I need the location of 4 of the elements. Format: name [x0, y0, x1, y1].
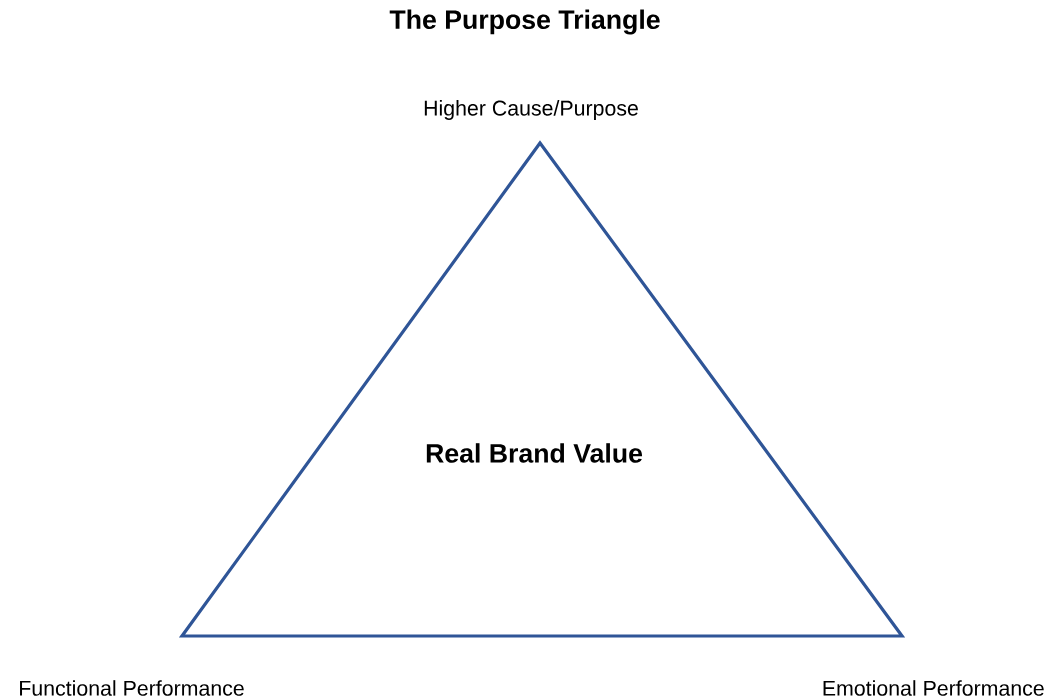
vertex-label: Emotional Performance	[823, 680, 1044, 696]
vertex-label: Functional Performance	[20, 680, 244, 696]
vertex-label: Higher Cause/Purpose	[424, 100, 638, 120]
title: The Purpose Triangle	[389, 9, 660, 35]
